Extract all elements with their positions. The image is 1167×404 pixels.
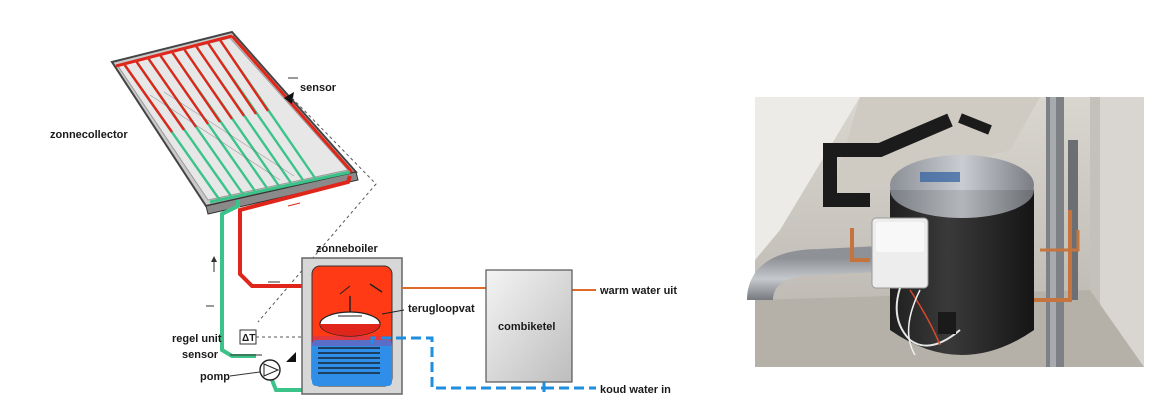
- label-warm-water-uit: warm water uit: [599, 285, 677, 297]
- delta-t-symbol: ΔT: [242, 333, 255, 344]
- label-regel-unit: regel unit: [172, 333, 222, 345]
- label-zonnecollector: zonnecollector: [50, 129, 128, 141]
- label-sensor-top: sensor: [300, 82, 337, 94]
- return-sensor-icon: [286, 352, 296, 362]
- collector-tubes: [123, 39, 316, 200]
- label-combiketel: combiketel: [498, 321, 555, 333]
- cold-water-pipe: [370, 336, 544, 390]
- zonneboiler: [301, 257, 403, 395]
- label-zonneboiler: zonneboiler: [316, 243, 378, 255]
- solar-collector: [110, 30, 359, 215]
- heat-exchanger-coil: [318, 347, 380, 374]
- label-sensor-bottom: sensor: [182, 349, 219, 361]
- collector-sensor-icon: [284, 92, 294, 104]
- sensor-wire: [257, 97, 377, 323]
- combiketel: [485, 269, 573, 383]
- installation-photo: [747, 97, 1144, 367]
- label-koud-water-in: koud water in: [600, 384, 671, 396]
- label-pomp: pomp: [200, 371, 230, 383]
- label-terugloopvat: terugloopvat: [408, 303, 475, 315]
- return-pipe: [220, 200, 256, 358]
- pump-icon: [259, 359, 281, 381]
